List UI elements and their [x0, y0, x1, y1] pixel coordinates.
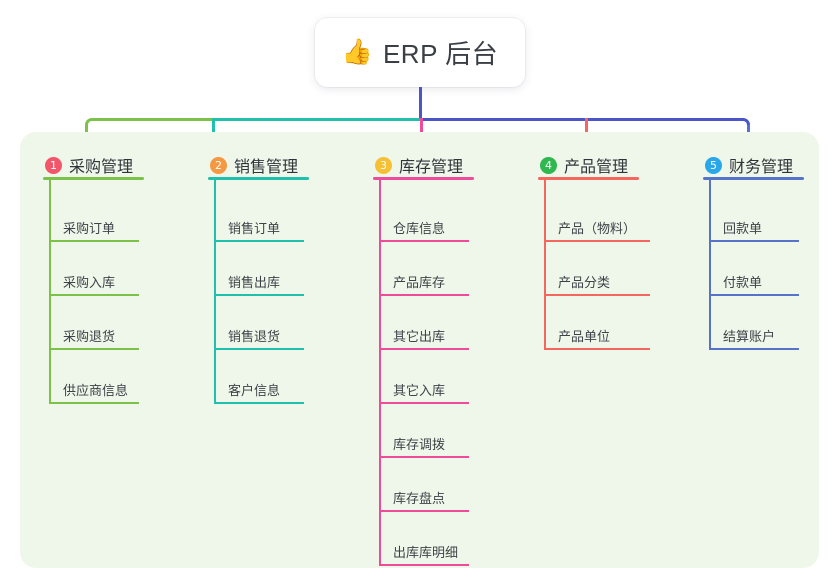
leaf-item-label[interactable]: 付款单 — [723, 275, 763, 290]
leaf-item-rule — [49, 294, 139, 296]
branch-number-badge: 3 — [375, 156, 392, 174]
leaf-item-label[interactable]: 采购入库 — [63, 275, 116, 290]
bus-corner-left — [85, 118, 92, 125]
branches-panel: 1 采购管理采购订单采购入库采购退货供应商信息 2 销售管理销售订单销售出库销售退货客… — [20, 132, 819, 568]
branch-header-5[interactable]: 5 财务管理 — [705, 153, 793, 177]
leaf-item-rule — [379, 240, 469, 242]
leaf-item-rule — [544, 240, 650, 242]
leaf-item-label[interactable]: 销售订单 — [228, 221, 281, 236]
branch-number-badge: 2 — [210, 156, 227, 174]
branch-number-badge: 4 — [540, 156, 557, 174]
branch-spine — [379, 180, 381, 564]
leaf-item-rule — [214, 294, 304, 296]
branch-header-3[interactable]: 3 库存管理 — [375, 153, 463, 177]
leaf-item-rule — [214, 402, 304, 404]
leaf-item-label[interactable]: 其它出库 — [393, 329, 446, 344]
leaf-item-rule — [214, 348, 304, 350]
leaf-item-label[interactable]: 库存调拨 — [393, 437, 446, 452]
branch-title: 销售管理 — [234, 159, 299, 176]
bus-corner-right — [743, 118, 750, 125]
branch-title: 库存管理 — [399, 159, 464, 176]
leaf-item-rule — [379, 456, 469, 458]
branch-title: 财务管理 — [729, 159, 794, 176]
leaf-item-label[interactable]: 其它入库 — [393, 383, 446, 398]
leaf-item-label[interactable]: 供应商信息 — [63, 383, 129, 398]
branch-number-badge: 5 — [705, 156, 722, 174]
leaf-item-label[interactable]: 库存盘点 — [393, 491, 446, 506]
leaf-item-label[interactable]: 产品分类 — [558, 275, 611, 290]
root-node-erp-backend[interactable]: 👍 ERP 后台 — [315, 18, 525, 87]
branch-header-rule — [703, 177, 804, 180]
branch-header-rule — [43, 177, 144, 180]
leaf-item-label[interactable]: 采购退货 — [63, 329, 116, 344]
root-node-content: 👍 ERP 后台 — [342, 34, 498, 71]
branch-title: 产品管理 — [564, 159, 629, 176]
leaf-item-label[interactable]: 回款单 — [723, 221, 763, 236]
branch-spine — [214, 180, 216, 402]
bus-segment-teal — [212, 118, 420, 121]
leaf-item-rule — [379, 564, 469, 566]
branch-title: 采购管理 — [69, 159, 134, 176]
branch-header-rule — [373, 177, 474, 180]
leaf-item-label[interactable]: 产品单位 — [558, 329, 611, 344]
leaf-item-rule — [379, 402, 469, 404]
bus-segment-indigo — [420, 118, 743, 121]
leaf-item-label[interactable]: 出库库明细 — [393, 545, 459, 560]
leaf-item-rule — [709, 294, 799, 296]
leaf-item-label[interactable]: 产品（物料） — [558, 221, 637, 236]
bus-segment-green — [92, 118, 212, 121]
leaf-item-rule — [49, 240, 139, 242]
leaf-item-rule — [214, 240, 304, 242]
branch-spine — [544, 180, 546, 348]
leaf-item-rule — [379, 348, 469, 350]
branch-header-rule — [538, 177, 639, 180]
leaf-item-label[interactable]: 销售出库 — [228, 275, 281, 290]
leaf-item-rule — [49, 402, 139, 404]
branch-number-badge: 1 — [45, 156, 62, 174]
leaf-item-label[interactable]: 客户信息 — [228, 383, 281, 398]
leaf-item-rule — [709, 348, 799, 350]
leaf-item-label[interactable]: 仓库信息 — [393, 221, 446, 236]
leaf-item-rule — [379, 510, 469, 512]
leaf-item-rule — [379, 294, 469, 296]
leaf-item-rule — [544, 294, 650, 296]
leaf-item-label[interactable]: 采购订单 — [63, 221, 116, 236]
leaf-item-rule — [709, 240, 799, 242]
root-trunk-connector — [418, 87, 422, 121]
branch-header-4[interactable]: 4 产品管理 — [540, 153, 628, 177]
branch-header-2[interactable]: 2 销售管理 — [210, 153, 298, 177]
leaf-item-rule — [49, 348, 139, 350]
leaf-item-label[interactable]: 产品库存 — [393, 275, 446, 290]
branch-header-1[interactable]: 1 采购管理 — [45, 153, 133, 177]
leaf-item-label[interactable]: 销售退货 — [228, 329, 281, 344]
branch-header-rule — [208, 177, 309, 180]
branch-spine — [709, 180, 711, 348]
root-node-title: ERP 后台 — [382, 39, 499, 69]
leaf-item-label[interactable]: 结算账户 — [723, 329, 776, 344]
thumbs-up-icon: 👍 — [341, 38, 373, 66]
branch-spine — [49, 180, 51, 402]
leaf-item-rule — [544, 348, 650, 350]
